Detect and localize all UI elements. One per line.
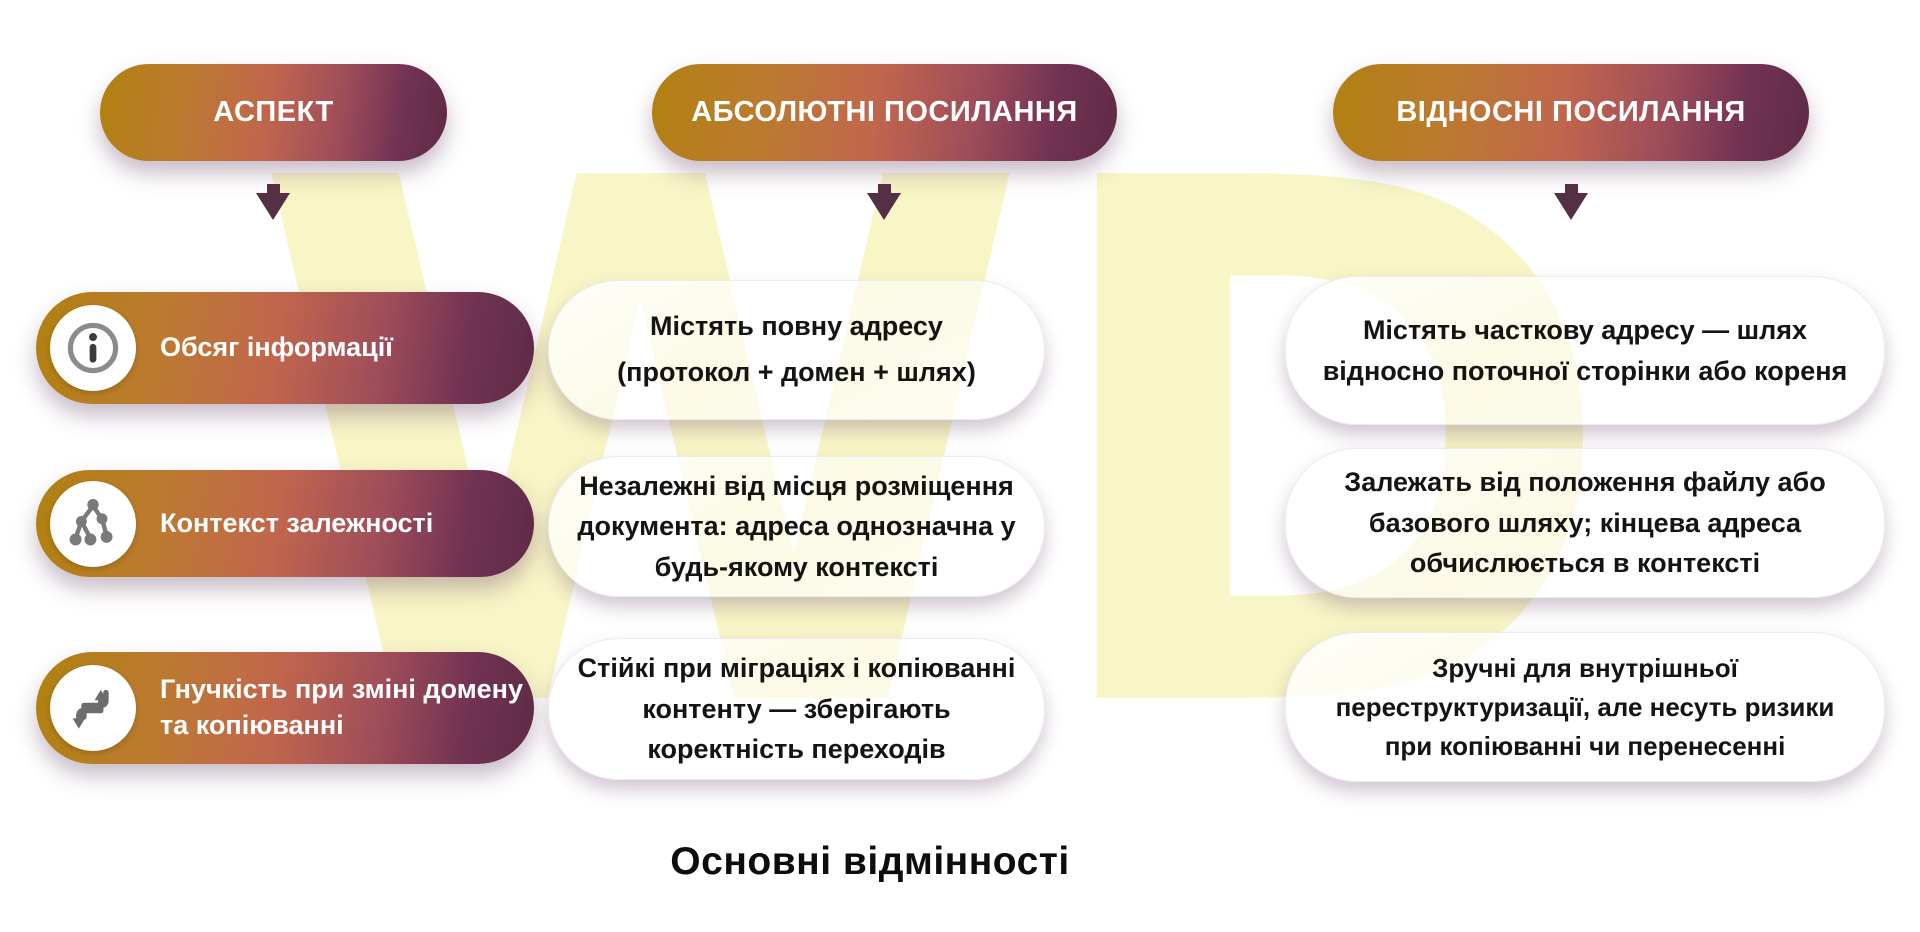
arrow-stem xyxy=(1564,184,1578,193)
arrow-head xyxy=(867,193,901,220)
cell-absolute-flexibility: Стійкі при міграціях і копіюванні контен… xyxy=(548,638,1045,780)
aspect-label: Гнучкість при зміні домену та копіюванні xyxy=(160,674,524,740)
down-arrow-icon xyxy=(1548,184,1594,220)
aspect-row-flexibility: Гнучкість при зміні домену та копіюванні xyxy=(36,652,534,764)
aspect-row-context-dependency: Контекст залежності xyxy=(36,470,534,577)
cell-absolute-context-dependency: Незалежні від місця розміщення документа… xyxy=(548,456,1045,597)
cell-relative-flexibility: Зручні для внутрішньої переструктуризаці… xyxy=(1285,632,1885,782)
header-absolute-links: АБСОЛЮТНІ ПОСИЛАННЯ xyxy=(652,64,1117,161)
cell-relative-context-dependency: Залежать від положення файлу або базовог… xyxy=(1285,448,1885,598)
header-aspect: АСПЕКТ xyxy=(100,64,447,161)
aspect-label: Контекст залежності xyxy=(160,507,434,538)
aspect-row-information-scope: Обсяг інформації xyxy=(36,292,534,404)
arrow-stem xyxy=(877,184,891,193)
aspect-label: Обсяг інформації xyxy=(160,332,393,363)
info-icon xyxy=(50,305,136,391)
cell-relative-information-scope: Містять часткову адресу — шлях відносно … xyxy=(1285,276,1885,425)
header-aspect-label: АСПЕКТ xyxy=(213,96,334,128)
down-arrow-icon xyxy=(250,184,296,220)
down-arrow-icon xyxy=(861,184,907,220)
cell-absolute-information-scope: Містять повну адресу (протокол + домен +… xyxy=(548,280,1045,420)
header-relative-links-label: ВІДНОСНІ ПОСИЛАННЯ xyxy=(1396,96,1746,128)
header-relative-links: ВІДНОСНІ ПОСИЛАННЯ xyxy=(1333,64,1809,161)
arrow-head xyxy=(256,193,290,220)
arrow-stem xyxy=(266,184,280,193)
arrow-head xyxy=(1554,193,1588,220)
swap-arrows-icon xyxy=(50,665,136,751)
page-title: Основні відмінності xyxy=(670,840,1070,883)
hierarchy-icon xyxy=(50,480,136,567)
header-absolute-links-label: АБСОЛЮТНІ ПОСИЛАННЯ xyxy=(691,96,1078,128)
